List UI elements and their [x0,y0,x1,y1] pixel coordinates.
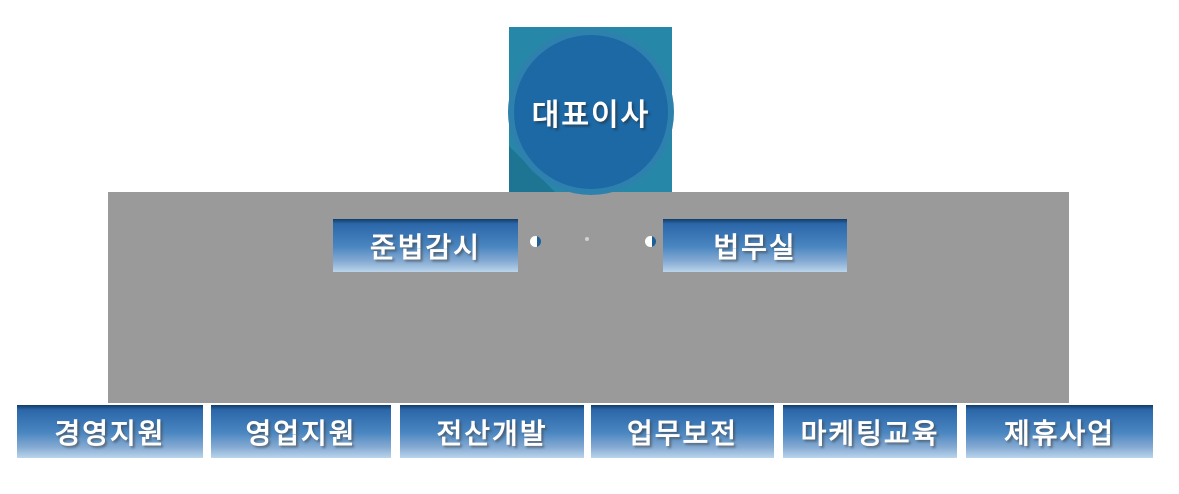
dept-node-partnership-business: 제휴사업 [966,405,1153,458]
ceo-node: 대표이사 [514,35,668,189]
dept-node-label: 경영지원 [54,417,166,449]
staff-node-legal: 법무실 [663,219,847,272]
staff-node-label: 준법감시 [369,231,482,263]
dept-node-it-development: 전산개발 [400,405,584,458]
ceo-label: 대표이사 [531,99,651,132]
dept-node-label: 업무보전 [626,417,739,449]
dept-node-marketing-education: 마케팅교육 [783,405,957,458]
connector-band [108,192,1069,403]
staff-node-compliance: 준법감시 [333,219,518,272]
staff-node-label: 법무실 [713,231,797,263]
dept-node-label: 마케팅교육 [800,417,940,449]
dept-node-label: 제휴사업 [1003,417,1116,449]
dept-node-management-support: 경영지원 [17,405,203,458]
dept-node-business-conservation: 업무보전 [591,405,774,458]
connector-dot-icon [530,236,541,247]
dept-node-label: 전산개발 [436,417,548,449]
connector-dot-icon [585,237,589,241]
connector-dot-icon [645,236,656,247]
dept-node-label: 영업지원 [245,417,357,449]
dept-node-sales-support: 영업지원 [211,405,391,458]
